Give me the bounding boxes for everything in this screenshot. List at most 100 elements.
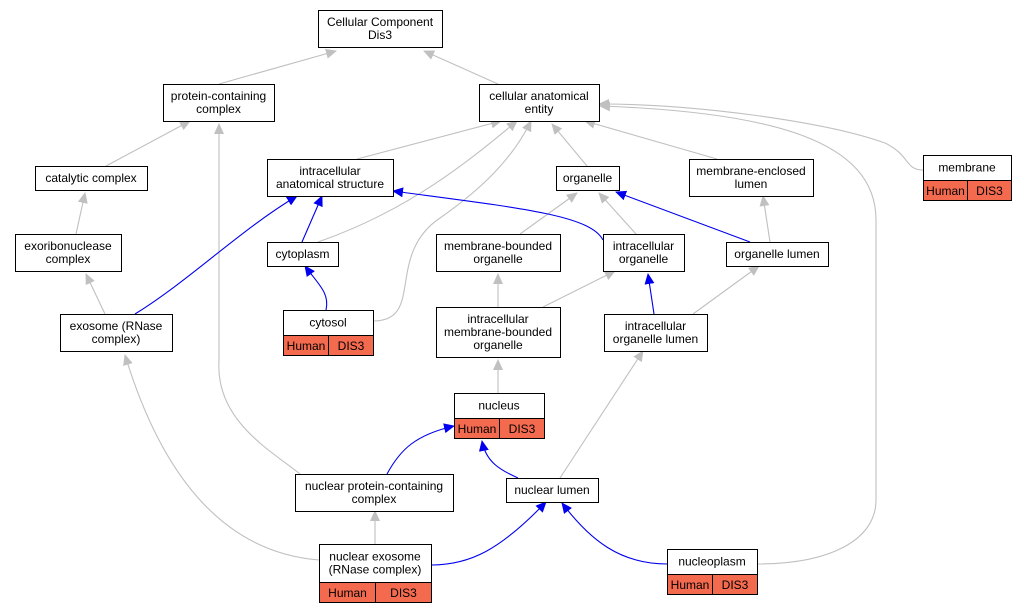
edge-exrna-to-ias-part-of — [134, 195, 298, 315]
node-cyt[interactable]: cytoplasm — [267, 242, 339, 267]
edge-mel-to-cae-is-a — [584, 118, 718, 160]
edge-mbo-to-org-is-a — [519, 192, 578, 235]
node-box-mbo — [436, 234, 561, 272]
node-label-line: nuclear lumen — [514, 483, 589, 497]
node-box-nl — [506, 478, 599, 503]
node-label-line: exoribonuclease — [24, 239, 112, 253]
edge-npc-to-pcc-is-a — [214, 123, 301, 475]
node-box-cae — [479, 84, 600, 122]
edge-ol-to-org-part-of — [615, 190, 751, 243]
node-label-line: organelle — [473, 252, 523, 266]
node-label-line: (RNase complex) — [329, 563, 422, 577]
species-label: Human — [287, 339, 326, 353]
edge-pcc-to-cc-is-a — [218, 48, 337, 85]
species-label: Human — [926, 184, 965, 198]
node-box-pcc — [163, 84, 275, 122]
edge-nl-to-nuc-part-of — [478, 440, 519, 479]
node-box-org — [556, 166, 620, 191]
edge-nexo-to-exrna-is-a — [123, 354, 320, 561]
node-box-ias — [267, 159, 394, 197]
node-label-line: complex — [46, 252, 91, 266]
node-ol[interactable]: organelle lumen — [726, 242, 829, 267]
node-label-line: protein-containing — [171, 89, 266, 103]
node-catc[interactable]: catalytic complex — [35, 166, 148, 191]
node-box-mel — [689, 159, 814, 197]
node-label-line: complex — [196, 102, 241, 116]
edge-mem-to-cae-is-a — [598, 99, 924, 171]
node-label-line: complex — [352, 492, 397, 506]
node-label-line: intracellular — [299, 164, 360, 178]
node-label-line: anatomical structure — [276, 177, 384, 191]
node-box-exo — [15, 234, 122, 272]
edge-ias-to-cae-is-a — [356, 118, 502, 160]
gene-cell — [499, 418, 545, 439]
node-label-line: nucleoplasm — [678, 555, 745, 569]
node-label-line: cellular anatomical — [489, 89, 588, 103]
node-label-line: cytosol — [309, 316, 346, 330]
node-nl[interactable]: nuclear lumen — [506, 478, 599, 503]
node-label-line: membrane-bounded — [444, 239, 552, 253]
gene-cell — [967, 180, 1012, 201]
edge-iol-to-ol-is-a — [692, 265, 760, 315]
edge-np-to-nl-part-of — [561, 502, 668, 565]
node-label-line: organelle lumen — [613, 332, 698, 346]
node-box-io — [603, 234, 685, 272]
node-label-line: organelle — [563, 171, 613, 185]
edge-ol-to-mel-is-a — [759, 195, 771, 243]
node-box-cytosol — [283, 310, 374, 336]
edge-np-to-cae-is-a — [599, 101, 877, 565]
node-label-line: membrane-bounded — [444, 325, 552, 339]
edge-cyt-to-cae-is-a — [317, 120, 518, 243]
edge-io-to-ias-part-of — [392, 187, 604, 241]
gene-label: DIS3 — [976, 184, 1003, 198]
node-label-line: intracellular — [467, 312, 528, 326]
node-box-cyt — [267, 242, 339, 267]
edge-nl-to-iol-is-a — [559, 350, 644, 479]
gene-label: DIS3 — [509, 422, 536, 436]
edge-exo-to-catc-is-a — [75, 192, 88, 235]
node-box-imbo — [436, 307, 561, 358]
species-label: Human — [671, 578, 710, 592]
gene-label: DIS3 — [722, 578, 749, 592]
node-label-line: catalytic complex — [45, 171, 136, 185]
node-label-line: lumen — [735, 177, 768, 191]
edge-cytosol-to-cae-is-a — [372, 120, 532, 322]
edge-org-to-cae-is-a — [551, 123, 588, 167]
edge-cytosol-to-cyt-part-of — [304, 265, 328, 311]
gene-label: DIS3 — [390, 586, 417, 600]
gene-cell — [375, 582, 432, 603]
node-box-npc — [295, 474, 454, 512]
node-label-line: Dis3 — [368, 28, 392, 42]
node-label-line: Cellular Component — [327, 15, 434, 29]
node-label-line: nuclear protein-containing — [305, 479, 443, 493]
edges-layer — [75, 48, 924, 566]
node-label-line: entity — [525, 102, 554, 116]
node-box-ol — [726, 242, 829, 267]
node-label-line: cytoplasm — [275, 247, 329, 261]
node-label-line: nucleus — [478, 399, 519, 413]
node-org[interactable]: organelle — [556, 166, 620, 191]
node-label-line: intracellular — [613, 239, 674, 253]
node-box-iol — [604, 314, 708, 352]
species-label: Human — [458, 422, 497, 436]
node-label-line: intracellular — [625, 319, 686, 333]
edge-cae-to-cc-is-a — [423, 50, 499, 85]
